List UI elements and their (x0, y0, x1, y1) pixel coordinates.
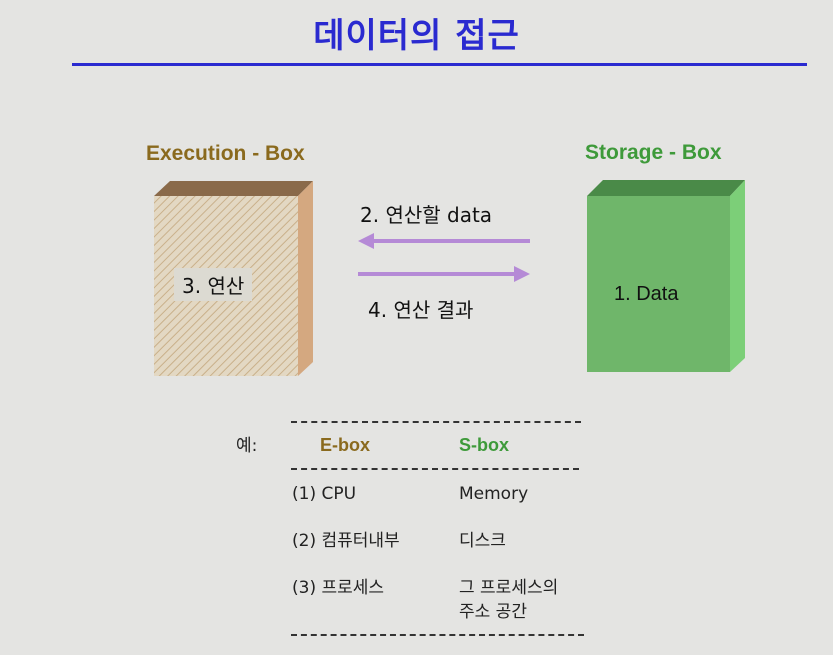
arrow-right (358, 266, 530, 282)
title-underline (72, 63, 807, 66)
storage-box-top (587, 180, 745, 196)
table-cell-ebox-1: (1) CPU (292, 484, 357, 504)
table-rule-top (291, 421, 581, 423)
execution-box-label: Execution - Box (146, 142, 305, 165)
execution-box-content: 3. 연산 (174, 268, 253, 301)
table-cell-sbox-1: Memory (459, 484, 529, 504)
execution-box-side (298, 181, 313, 376)
table-cell-sbox-3: 그 프로세스의 (459, 578, 559, 598)
arrow-label-to-execution: 2. 연산할 data (360, 203, 493, 227)
table-cell-ebox-2: (2) 컴퓨터내부 (292, 531, 400, 551)
table-cell-sbox-2: 디스크 (459, 531, 506, 551)
storage-box-side (730, 180, 745, 372)
execution-box-top (154, 181, 313, 196)
page-title: 데이터의 접근 (313, 16, 520, 56)
table-rule-header (291, 468, 579, 470)
storage-box (587, 180, 745, 372)
table-rule-bottom (291, 634, 584, 636)
example-label: 예: (236, 436, 258, 456)
arrow-left (358, 233, 530, 249)
storage-box-content: 1. Data (614, 283, 679, 305)
arrow-label-to-storage: 4. 연산 결과 (368, 298, 474, 322)
storage-box-label: Storage - Box (585, 141, 722, 164)
table-cell-sbox-3-line2: 주소 공간 (459, 602, 527, 622)
table-cell-ebox-3: (3) 프로세스 (292, 578, 385, 598)
table-header-sbox: S-box (459, 435, 510, 455)
table-header-ebox: E-box (320, 435, 371, 455)
storage-box-front (587, 196, 730, 372)
